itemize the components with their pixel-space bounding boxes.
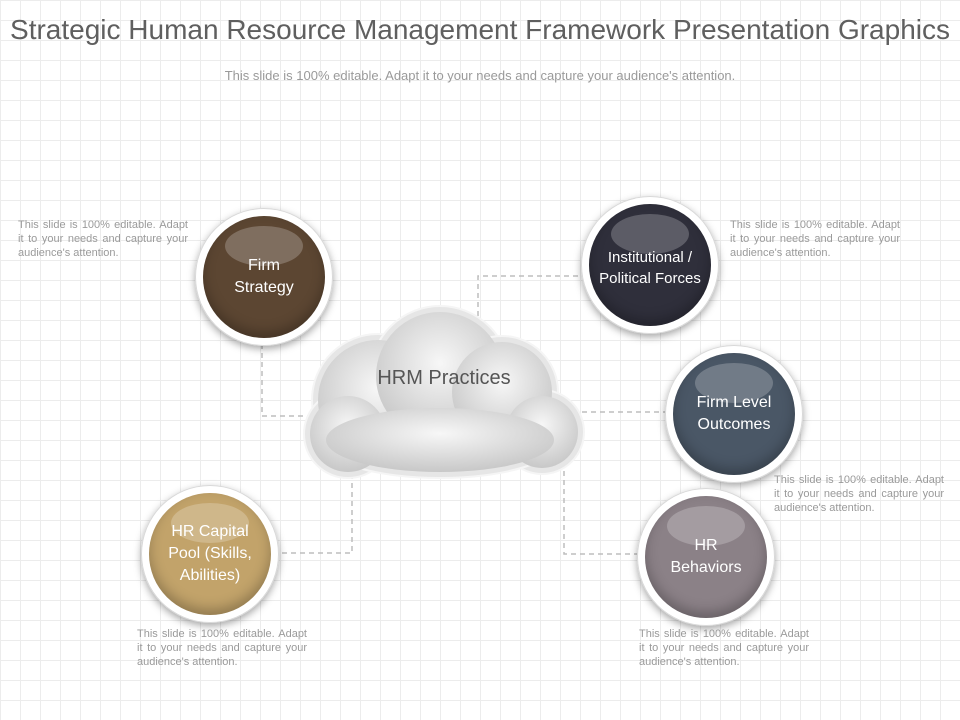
note-middle-right: This slide is 100% editable. Adapt it to… bbox=[774, 474, 944, 514]
note-top-right: This slide is 100% editable. Adapt it to… bbox=[730, 219, 900, 259]
hrm-cloud bbox=[303, 305, 585, 479]
note-bottom-left: This slide is 100% editable. Adapt it to… bbox=[137, 628, 307, 668]
connector-firm-strategy bbox=[261, 335, 310, 417]
note-top-left: This slide is 100% editable. Adapt it to… bbox=[18, 219, 188, 259]
connector-hr-behaviors bbox=[563, 462, 642, 555]
disc-firm-strategy: Firm Strategy bbox=[203, 216, 325, 338]
disc-institutional: Institutional / Political Forces bbox=[589, 204, 711, 326]
disc-firm-level: Firm Level Outcomes bbox=[673, 353, 795, 475]
label-hr-capital: HR Capital Pool (Skills, Abilities) bbox=[168, 523, 252, 584]
slide-subtitle: This slide is 100% editable. Adapt it to… bbox=[224, 68, 736, 83]
disc-hr-capital: HR Capital Pool (Skills, Abilities) bbox=[149, 493, 271, 615]
label-firm-level: Firm Level Outcomes bbox=[696, 394, 772, 433]
cloud-label: HRM Practices bbox=[377, 367, 511, 389]
node-firm-level: Firm Level Outcomes bbox=[665, 345, 803, 483]
label-institutional: Institutional / Political Forces bbox=[599, 249, 701, 287]
node-hr-behaviors: HR Behaviors bbox=[637, 488, 775, 626]
slide-title: Strategic Human Resource Management Fram… bbox=[10, 14, 950, 45]
connector-institutional bbox=[477, 275, 588, 325]
connector-hr-capital bbox=[278, 465, 353, 554]
disc-hr-behaviors: HR Behaviors bbox=[645, 496, 767, 618]
node-firm-strategy: Firm Strategy bbox=[195, 208, 333, 346]
note-bottom-right: This slide is 100% editable. Adapt it to… bbox=[639, 628, 809, 668]
node-institutional: Institutional / Political Forces bbox=[581, 196, 719, 334]
label-hr-behaviors: HR Behaviors bbox=[670, 537, 742, 576]
node-hr-capital: HR Capital Pool (Skills, Abilities) bbox=[141, 485, 279, 623]
label-firm-strategy: Firm Strategy bbox=[234, 257, 294, 296]
